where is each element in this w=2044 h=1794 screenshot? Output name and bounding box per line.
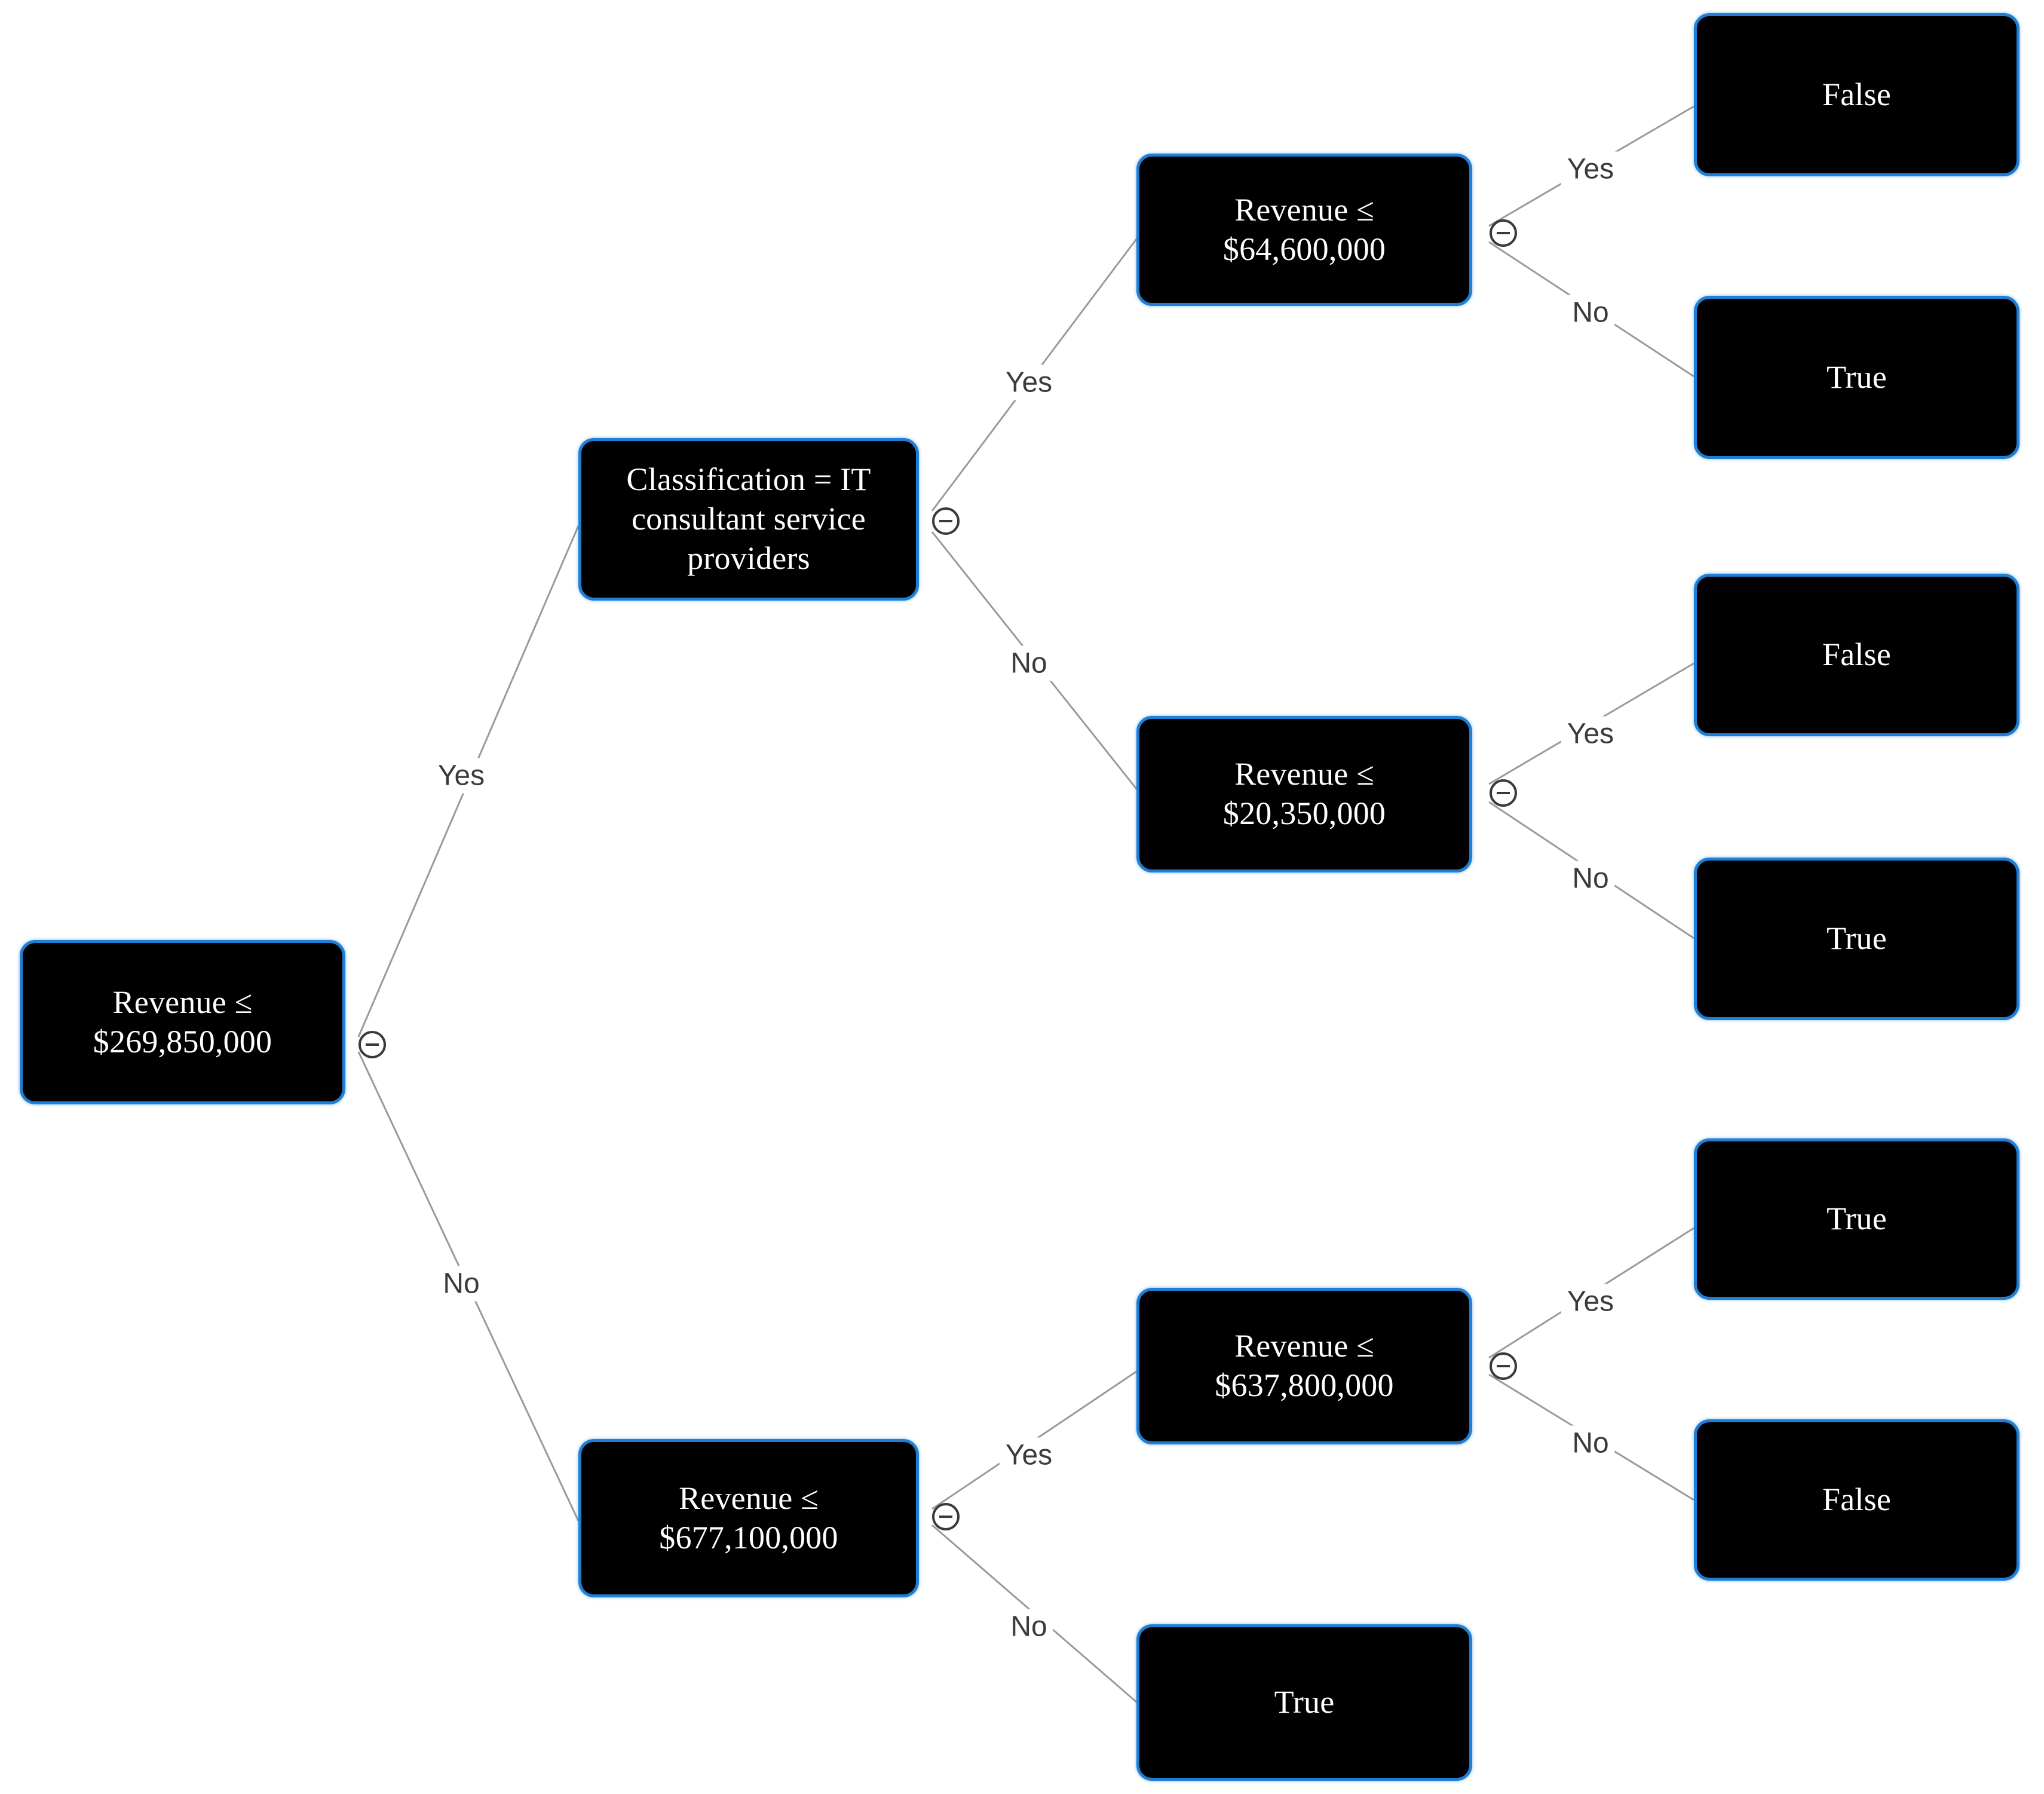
decision-node[interactable]: Revenue ≤ $637,800,000 <box>1136 1288 1472 1444</box>
edge-label-yes: Yes <box>999 1437 1059 1473</box>
node-label: Revenue ≤ $64,600,000 <box>1222 191 1386 267</box>
edge-label-no: No <box>1004 645 1053 681</box>
leaf-node[interactable]: True <box>1694 296 2020 459</box>
minus-circle-icon[interactable] <box>1490 1352 1517 1380</box>
edge-label-no: No <box>437 1266 486 1302</box>
node-label: Revenue ≤ $677,100,000 <box>659 1480 838 1556</box>
leaf-node[interactable]: True <box>1136 1624 1472 1781</box>
minus-circle-icon[interactable] <box>932 507 960 535</box>
edge-label-no: No <box>1566 295 1615 330</box>
node-label: False <box>1822 1481 1891 1518</box>
leaf-node[interactable]: False <box>1694 13 2020 176</box>
edge-label-yes: Yes <box>1561 151 1620 187</box>
node-label: False <box>1822 76 1891 112</box>
node-label: True <box>1827 920 1887 957</box>
node-label: False <box>1822 636 1891 673</box>
edge-label-no: No <box>1566 861 1615 896</box>
decision-node[interactable]: Revenue ≤ $677,100,000 <box>578 1439 919 1597</box>
leaf-node[interactable]: True <box>1694 858 2020 1020</box>
node-label: True <box>1827 359 1887 395</box>
node-label: True <box>1274 1684 1335 1720</box>
minus-circle-icon[interactable] <box>358 1031 386 1058</box>
node-label: True <box>1827 1201 1887 1237</box>
leaf-node[interactable]: True <box>1694 1138 2020 1300</box>
node-label: Revenue ≤ $637,800,000 <box>1215 1328 1394 1403</box>
minus-circle-icon[interactable] <box>932 1503 960 1530</box>
edge-label-yes: Yes <box>1561 1284 1620 1320</box>
leaf-node[interactable]: False <box>1694 1419 2020 1581</box>
decision-node[interactable]: Revenue ≤ $64,600,000 <box>1136 154 1472 306</box>
decision-node[interactable]: Revenue ≤ $269,850,000 <box>20 940 345 1104</box>
edge-label-no: No <box>1004 1609 1053 1645</box>
minus-circle-icon[interactable] <box>1490 219 1517 247</box>
leaf-node[interactable]: False <box>1694 574 2020 736</box>
node-label: Revenue ≤ $269,850,000 <box>93 984 272 1060</box>
edge-label-yes: Yes <box>999 365 1059 400</box>
decision-node[interactable]: Revenue ≤ $20,350,000 <box>1136 716 1472 872</box>
node-label: Revenue ≤ $20,350,000 <box>1222 756 1386 831</box>
node-label: Classification = IT consultant service p… <box>626 461 871 576</box>
edge-label-yes: Yes <box>1561 716 1620 752</box>
edge-label-yes: Yes <box>431 758 491 794</box>
minus-circle-icon[interactable] <box>1490 779 1517 807</box>
edge-label-no: No <box>1566 1425 1615 1461</box>
decision-node[interactable]: Classification = IT consultant service p… <box>578 438 919 601</box>
